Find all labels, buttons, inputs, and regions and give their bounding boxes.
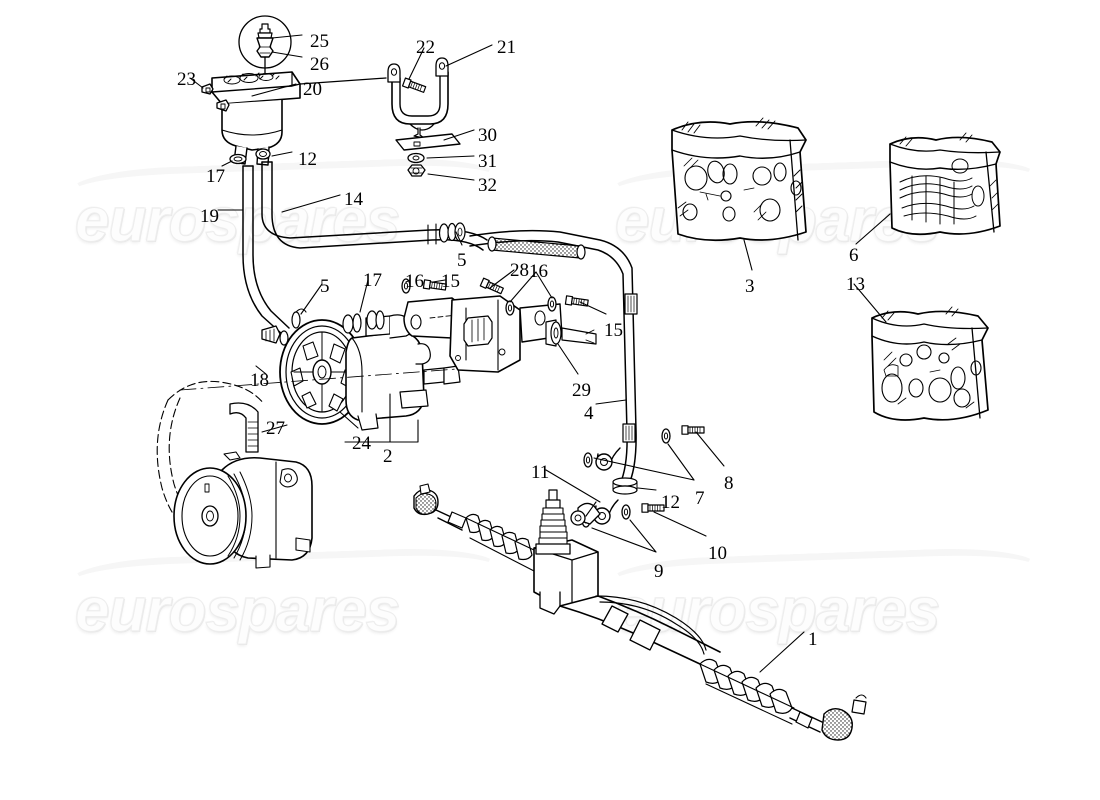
return-hose-14 bbox=[261, 161, 488, 251]
ac-compressor bbox=[173, 451, 313, 569]
callout-12-hose-clip-mid: 12 bbox=[661, 492, 680, 513]
hose-clip-12-mid bbox=[612, 477, 638, 495]
callout-5-clamp-upper: 5 bbox=[457, 250, 467, 271]
callout-14-return-hose: 14 bbox=[344, 189, 363, 210]
pipe-ferrules bbox=[622, 293, 638, 443]
callout-9-washer: 9 bbox=[654, 561, 664, 582]
fastener-16-a bbox=[505, 300, 515, 316]
power-steering-pump-2 bbox=[179, 310, 471, 431]
callout-11-union: 11 bbox=[531, 462, 550, 483]
callout-21-bracket: 21 bbox=[497, 37, 516, 58]
callout-7-washer: 7 bbox=[695, 488, 705, 509]
callout-18-fitting: 18 bbox=[250, 370, 269, 391]
callout-27-belt: 27 bbox=[266, 418, 285, 439]
suction-hose-19 bbox=[242, 165, 290, 335]
hose-clip-12-top bbox=[255, 148, 271, 160]
callout-24-pulley: 24 bbox=[352, 433, 371, 454]
callout-17-union: 17 bbox=[363, 270, 382, 291]
callout-20-reservoir: 20 bbox=[303, 79, 322, 100]
callout-25-cap-knob: 25 bbox=[310, 31, 329, 52]
bolt-8 bbox=[681, 425, 705, 435]
callout-29-stud: 29 bbox=[572, 380, 591, 401]
callout-3-seal-kit: 3 bbox=[745, 276, 755, 297]
callout-1-steering-rack-boot: 1 bbox=[808, 629, 818, 650]
callout-8-banjo-bolt: 8 bbox=[724, 473, 734, 494]
callout-2-pump-assembly: 2 bbox=[383, 446, 393, 467]
callout-5-clamp-lower: 5 bbox=[320, 276, 330, 297]
callout-15-bolt-right: 15 bbox=[604, 320, 623, 341]
rack-union-11 bbox=[570, 502, 601, 526]
leader-lines bbox=[189, 34, 891, 673]
callout-32-nut: 32 bbox=[478, 175, 497, 196]
stud-29 bbox=[545, 319, 597, 347]
seal-kit-bag-6 bbox=[889, 132, 1001, 236]
reservoir-assembly bbox=[201, 15, 301, 166]
callout-15-bolt-left: 15 bbox=[441, 271, 460, 292]
callout-12-hose-clip-top: 12 bbox=[298, 149, 317, 170]
washer-7-left bbox=[583, 452, 593, 468]
fastener-16-b bbox=[547, 296, 557, 312]
seal-kit-bag-13 bbox=[871, 306, 989, 421]
callout-19-suction-hose: 19 bbox=[200, 206, 219, 227]
callout-28-bolt: 28 bbox=[510, 260, 529, 281]
seal-ring-17 bbox=[229, 153, 247, 165]
callout-16-washer-left: 16 bbox=[405, 271, 424, 292]
callout-16-washer-right: 16 bbox=[529, 261, 548, 282]
callout-26-cap: 26 bbox=[310, 54, 329, 75]
steering-rack-1 bbox=[413, 483, 867, 741]
fitting-18 bbox=[261, 325, 289, 346]
clamp-5-lower bbox=[291, 308, 307, 329]
callout-10-banjo-bolt: 10 bbox=[708, 543, 727, 564]
fastener-15-right bbox=[564, 295, 590, 308]
washer-9-right bbox=[621, 504, 631, 520]
pump-mount-bracket bbox=[403, 295, 563, 373]
callout-17-seal-ring: 17 bbox=[206, 166, 225, 187]
callout-23-clip: 23 bbox=[177, 69, 196, 90]
callout-13-seal-kit: 13 bbox=[846, 274, 865, 295]
callout-6-seal-kit: 6 bbox=[849, 245, 859, 266]
hose-fitting-5-upper bbox=[427, 222, 466, 245]
mounting-bracket-21 bbox=[299, 57, 461, 177]
callout-31-washer: 31 bbox=[478, 151, 497, 172]
pipe-sleeve bbox=[487, 236, 586, 260]
drive-belt-27 bbox=[156, 380, 265, 547]
callout-22-screw: 22 bbox=[416, 37, 435, 58]
seal-kit-bag-3 bbox=[671, 117, 807, 242]
washer-7-upper bbox=[661, 428, 671, 444]
callout-4-pressure-pipe: 4 bbox=[584, 403, 594, 424]
callout-30-plate: 30 bbox=[478, 125, 497, 146]
